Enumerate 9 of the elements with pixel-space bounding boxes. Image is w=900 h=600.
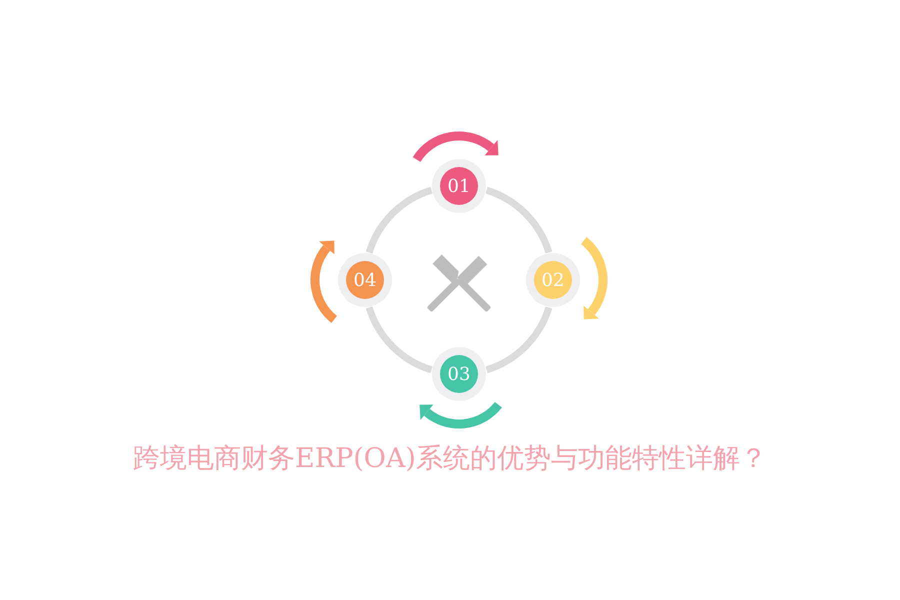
ring-segment [366, 186, 433, 254]
step-circle: 02 [526, 253, 580, 307]
step-circle: 04 [338, 253, 392, 307]
ring-segment [485, 306, 552, 374]
ring-segment [485, 186, 552, 254]
ring-segment [366, 306, 433, 374]
step-circle: 03 [432, 347, 486, 401]
step-circle: 01 [432, 159, 486, 213]
title: 跨境电商财务ERP(OA)系统的优势与功能特性详解？ [132, 442, 768, 476]
